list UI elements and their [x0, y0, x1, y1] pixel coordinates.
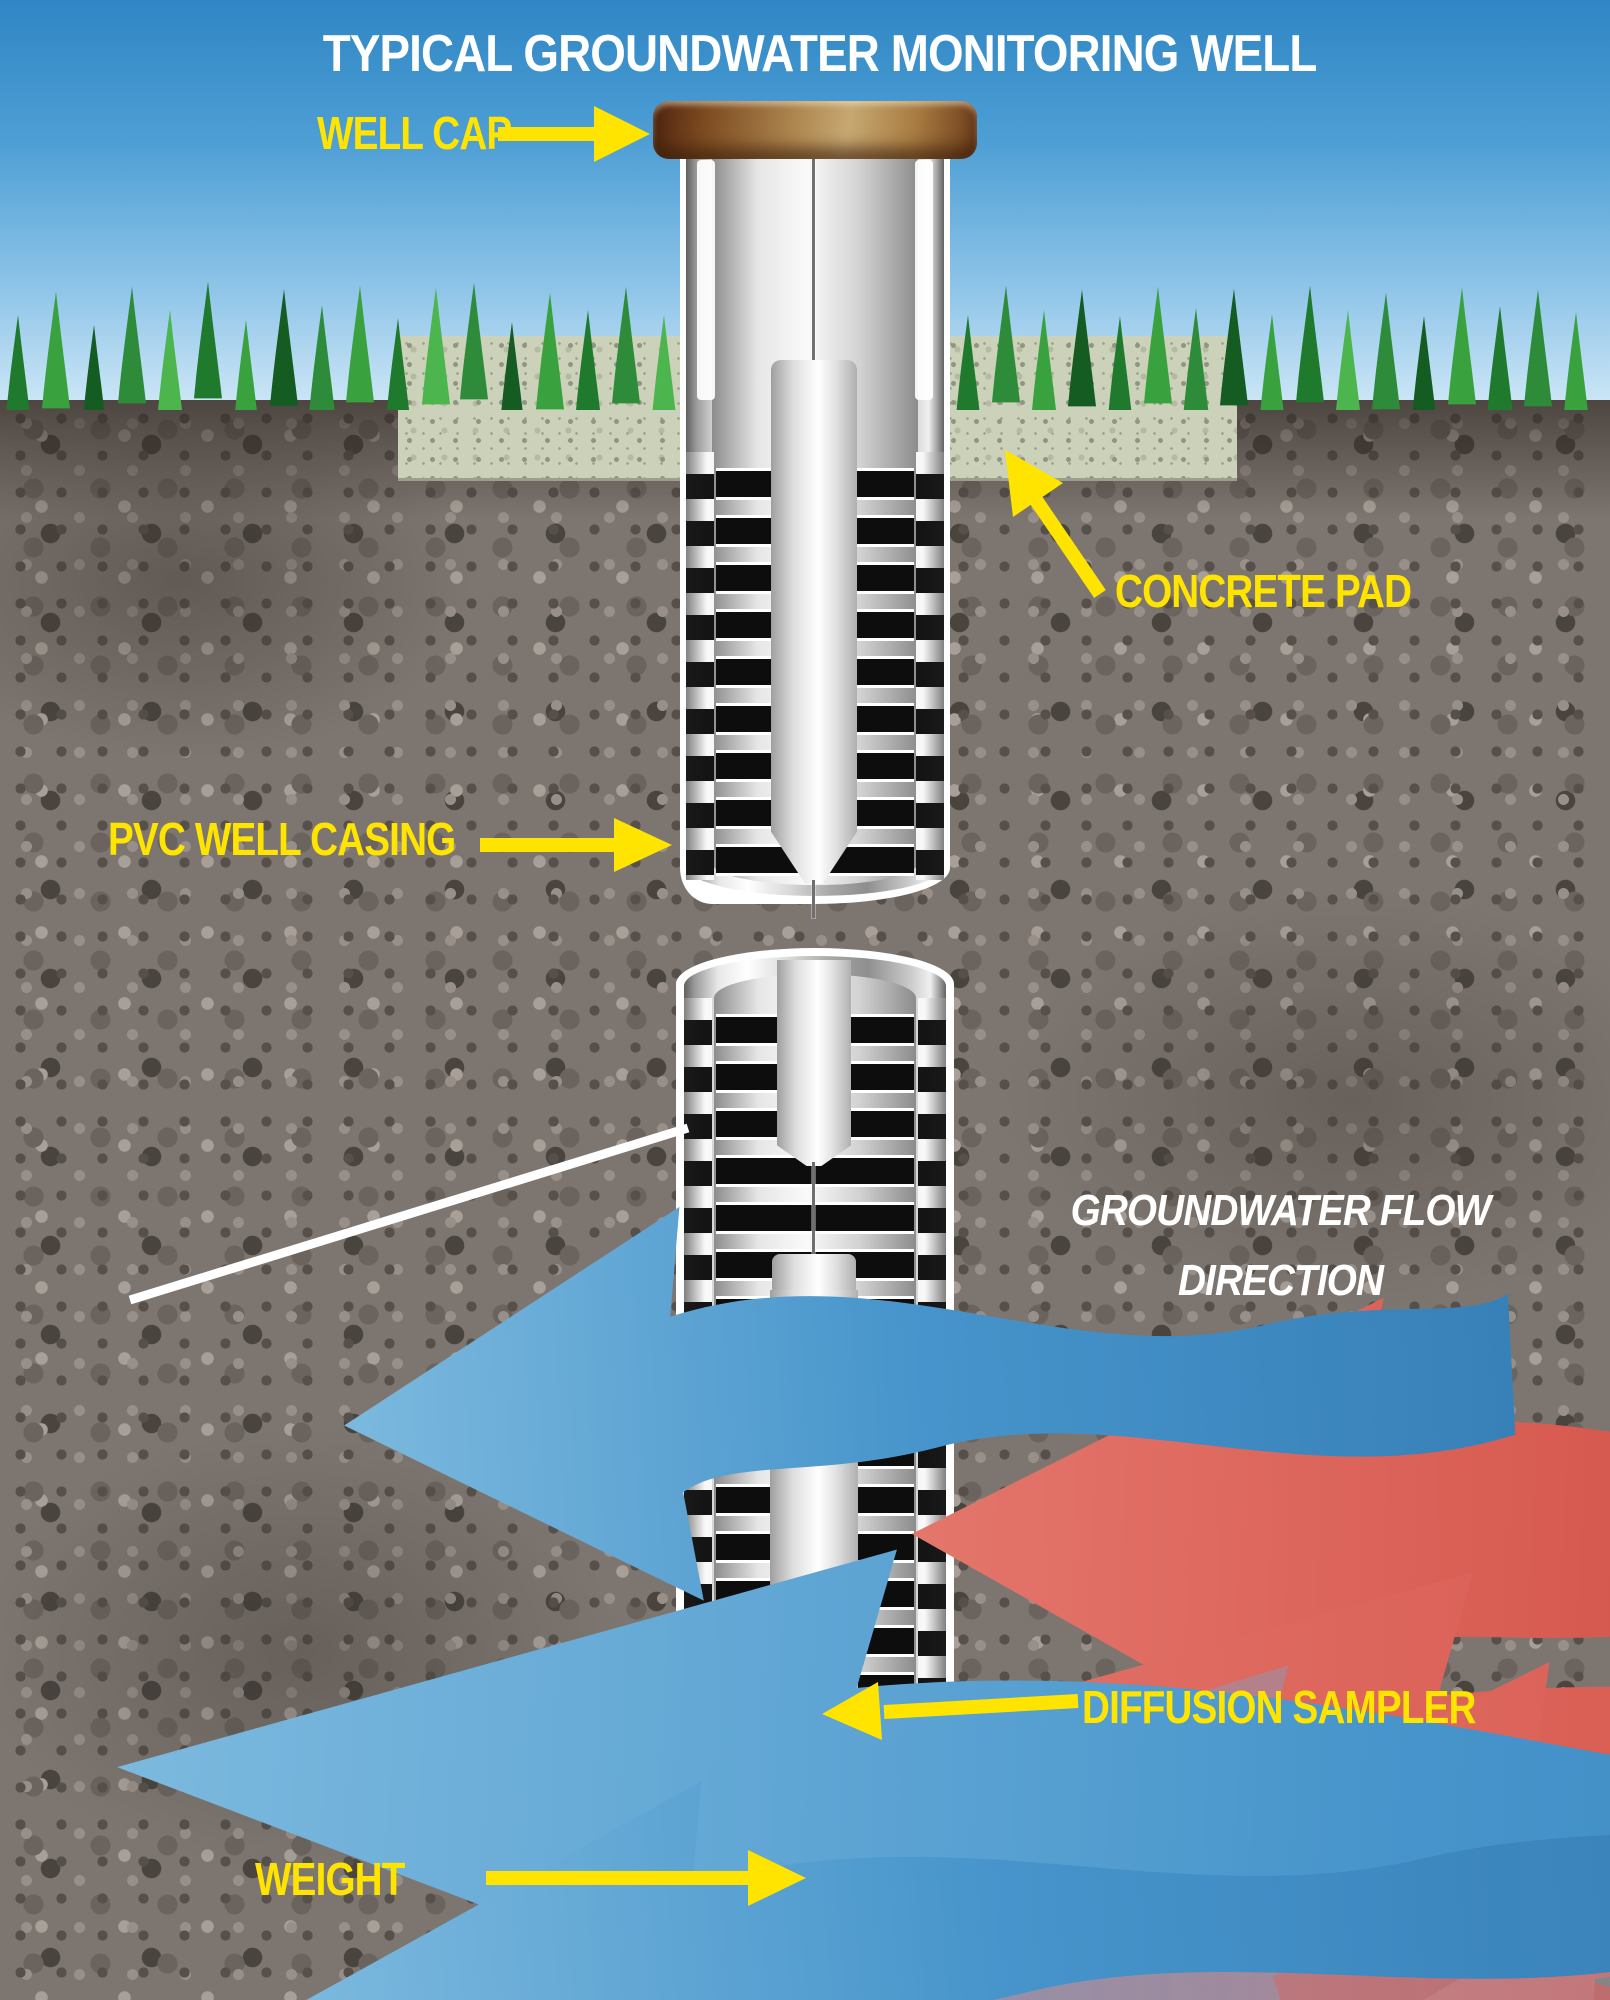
page-title: TYPICAL GROUNDWATER MONITORING WELL — [255, 24, 1318, 84]
sampler-tube-upper-section — [777, 960, 851, 1166]
sampler-wire-middle — [812, 1162, 815, 1262]
concrete-pad-right — [942, 336, 1237, 481]
sampler-wire-below-upper — [812, 880, 815, 918]
diffusion-sampler-main — [770, 1290, 858, 1748]
outer-screen-notches-lower-left — [684, 998, 712, 1918]
well-cap — [653, 101, 977, 159]
diffusion-sampler-upper — [771, 360, 857, 884]
casing-highlight-right — [915, 160, 933, 400]
sampler-wire-top — [812, 156, 815, 364]
sampler-top-hanger — [772, 1254, 856, 1296]
groundwater-flow-line2: DIRECTION — [1177, 1256, 1383, 1305]
sampler-weight — [765, 1804, 857, 1920]
outer-screen-notches-upper-left — [686, 452, 714, 880]
groundwater-flow-label: GROUNDWATER FLOW DIRECTION — [1040, 1186, 1520, 1306]
groundwater-flow-line1: GROUNDWATER FLOW — [1070, 1186, 1491, 1235]
diffusion-sampler-label: DIFFUSION SAMPLER — [1082, 1681, 1476, 1733]
well-cap-label: WELL CAP — [317, 107, 512, 159]
pvc-well-casing-label: PVC WELL CASING — [108, 813, 456, 865]
page-title-text: TYPICAL GROUNDWATER MONITORING WELL — [322, 25, 1318, 83]
casing-highlight-left — [697, 160, 715, 400]
concrete-pad-label: CONCRETE PAD — [1115, 565, 1412, 617]
outer-screen-notches-upper-right — [916, 452, 944, 880]
weight-label: WEIGHT — [255, 1853, 405, 1905]
outer-screen-notches-lower-right — [918, 998, 946, 1918]
